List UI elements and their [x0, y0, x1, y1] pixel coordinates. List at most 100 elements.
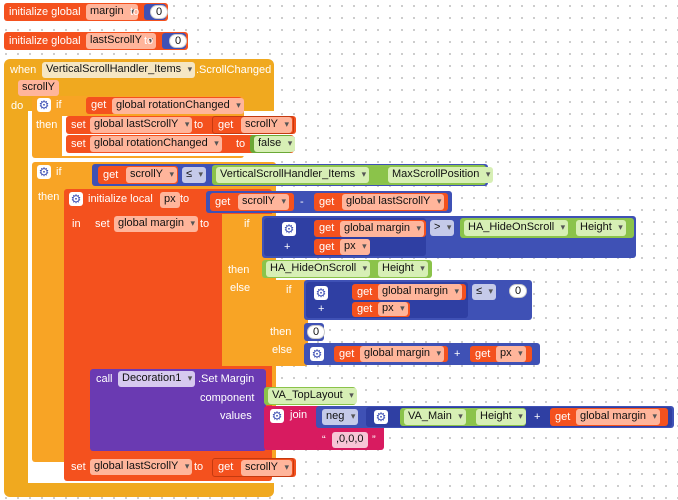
get-global-margin-block[interactable]: get global margin	[550, 408, 668, 426]
get-px-block[interactable]: get px	[314, 239, 370, 255]
else-sum-block[interactable]: ⚙ get global margin + get px	[304, 343, 540, 365]
va-main-height-block[interactable]: VA_Main Height	[400, 408, 526, 426]
number-block[interactable]: 0	[504, 283, 528, 299]
var-scrolly[interactable]: scrollY	[241, 117, 293, 133]
var-lastscrolly[interactable]: global lastScrollY	[90, 459, 193, 475]
mutator-gear-icon[interactable]: ⚙	[314, 286, 328, 300]
neg-block[interactable]: neg ⚙ VA_Main Height + get global margin	[316, 406, 674, 428]
component-prop-block[interactable]: VerticalScrollHandler_Items MaxScrollPos…	[212, 165, 494, 185]
property-dropdown[interactable]: Height	[576, 220, 626, 236]
mutator-gear-icon[interactable]: ⚙	[37, 165, 51, 179]
mutator-gear-icon[interactable]: ⚙	[374, 410, 388, 424]
get-scrolly-block[interactable]: get scrollY	[212, 116, 294, 134]
property-dropdown[interactable]: Height	[476, 409, 526, 425]
var-global-margin[interactable]: global margin	[114, 216, 199, 232]
var-lastscrolly[interactable]: global lastScrollY	[90, 117, 193, 133]
init-global-margin-block[interactable]: initialize global margin to 0	[4, 3, 169, 21]
boolean-false[interactable]: false	[254, 136, 296, 152]
mutator-gear-icon[interactable]: ⚙	[69, 192, 83, 206]
var-rotationchanged[interactable]: global rotationChanged	[90, 136, 222, 152]
component-dropdown[interactable]: VerticalScrollHandler_Items	[216, 167, 370, 183]
join-label: join	[290, 409, 308, 421]
number-block[interactable]: 0	[144, 4, 169, 20]
var-global-margin[interactable]: global margin	[576, 409, 661, 425]
var-name-margin[interactable]: margin	[86, 4, 138, 20]
number-zero[interactable]: 0	[307, 325, 326, 339]
to-label: to	[194, 119, 204, 131]
get-global-margin-block[interactable]: get global margin	[352, 284, 466, 300]
init-local-label: initialize local	[88, 193, 153, 205]
var-global-margin[interactable]: global margin	[340, 221, 425, 237]
operator-le-dropdown[interactable]: ≤	[472, 284, 497, 300]
sum-block[interactable]: ⚙ get global margin + get px	[306, 282, 468, 318]
get-label: get	[215, 196, 231, 208]
var-name-lastscrolly[interactable]: lastScrollY	[86, 33, 156, 49]
set-lastscrolly-block[interactable]: set global lastScrollY to get scrollY	[66, 116, 296, 134]
component-dropdown[interactable]: Decoration1	[118, 371, 196, 387]
property-dropdown[interactable]: MaxScrollPosition	[388, 167, 494, 183]
get-rotationchanged-block[interactable]: get global rotationChanged	[86, 97, 244, 114]
var-scrolly[interactable]: scrollY	[238, 194, 290, 210]
property-dropdown[interactable]: Height	[378, 261, 428, 277]
number-zero[interactable]: 0	[509, 284, 528, 298]
call-setmargin-block[interactable]: call Decoration1 .Set Margin component v…	[90, 369, 266, 451]
else-label: else	[230, 282, 251, 294]
component-prop-block[interactable]: HA_HideOnScroll Height	[460, 218, 634, 238]
mutator-gear-icon[interactable]: ⚙	[270, 409, 284, 423]
sum-block[interactable]: ⚙ get global margin + get px	[264, 218, 426, 256]
text-block[interactable]: “ ,0,0,0 ”	[316, 431, 382, 449]
then-zero-block[interactable]: 0	[304, 323, 326, 341]
local-name-px[interactable]: px	[160, 192, 180, 208]
neg-dropdown[interactable]: neg	[322, 409, 359, 425]
then-component-block[interactable]: HA_HideOnScroll Height	[262, 260, 432, 278]
set-rotationchanged-block[interactable]: set global rotationChanged to false	[66, 135, 296, 153]
then-label: then	[38, 191, 60, 203]
set-lastscrolly-final-block[interactable]: set global lastScrollY to get scrollY	[66, 458, 296, 477]
init-global-lastscrolly-block[interactable]: initialize global lastScrollY to 0	[4, 32, 188, 50]
var-global-margin[interactable]: global margin	[378, 284, 463, 300]
var-px[interactable]: px	[378, 302, 408, 316]
compare-gt-block[interactable]: ⚙ get global margin + get px > HA_HideOn…	[262, 216, 636, 258]
component-dropdown[interactable]: HA_HideOnScroll	[464, 220, 569, 236]
var-px[interactable]: px	[496, 346, 526, 362]
number-block[interactable]: 0	[162, 33, 188, 49]
operator-gt-dropdown[interactable]: >	[430, 220, 455, 236]
get-scrolly-block[interactable]: get scrollY	[212, 458, 294, 477]
get-global-margin-block[interactable]: get global margin	[334, 346, 448, 362]
event-name: .ScrollChanged	[196, 64, 272, 76]
param-scrolly[interactable]: scrollY	[18, 80, 60, 96]
var-scrolly[interactable]: scrollY	[241, 460, 293, 476]
event-component-dropdown[interactable]: VerticalScrollHandler_Items	[42, 62, 196, 78]
get-scrolly-block[interactable]: get scrollY	[98, 166, 178, 184]
compare-inner-le-block[interactable]: ⚙ get global margin + get px ≤ 0	[304, 280, 532, 320]
false-block[interactable]: false	[250, 135, 296, 153]
call-label: call	[96, 373, 113, 385]
inner-if-block[interactable]: if then else	[264, 280, 308, 366]
component-dropdown[interactable]: VA_Main	[404, 409, 466, 425]
mutator-gear-icon[interactable]: ⚙	[37, 98, 51, 112]
number-value[interactable]: 0	[150, 5, 169, 19]
component-dropdown[interactable]: VA_TopLayout	[268, 388, 357, 404]
mutator-gear-icon[interactable]: ⚙	[282, 222, 296, 236]
get-global-margin-block[interactable]: get global margin	[314, 220, 426, 237]
component-dropdown[interactable]: HA_HideOnScroll	[266, 261, 371, 277]
sum-block[interactable]: ⚙ VA_Main Height + get global margin	[366, 407, 672, 427]
set-label: set	[71, 138, 86, 150]
get-px-block[interactable]: get px	[470, 346, 532, 362]
operator-le-dropdown[interactable]: ≤	[182, 167, 207, 183]
compare-le-block[interactable]: get scrollY ≤ VerticalScrollHandler_Item…	[92, 164, 494, 186]
mutator-gear-icon[interactable]: ⚙	[310, 347, 324, 361]
var-px[interactable]: px	[340, 239, 370, 255]
component-va-toplayout-block[interactable]: VA_TopLayout	[264, 387, 357, 405]
var-scrolly[interactable]: scrollY	[126, 167, 178, 183]
minus-block[interactable]: get scrollY - get global lastScrollY	[206, 191, 452, 213]
get-lastscrolly-block[interactable]: get global lastScrollY	[314, 193, 448, 211]
text-value[interactable]: ,0,0,0	[332, 432, 368, 448]
var-global-margin[interactable]: global margin	[360, 346, 445, 362]
var-global-lastscrolly[interactable]: global lastScrollY	[342, 194, 445, 210]
number-value[interactable]: 0	[169, 34, 188, 48]
get-px-block[interactable]: get px	[352, 302, 410, 317]
get-scrolly-block[interactable]: get scrollY	[210, 193, 294, 211]
var-rotationchanged[interactable]: global rotationChanged	[112, 98, 244, 114]
to-label: to	[180, 193, 190, 205]
